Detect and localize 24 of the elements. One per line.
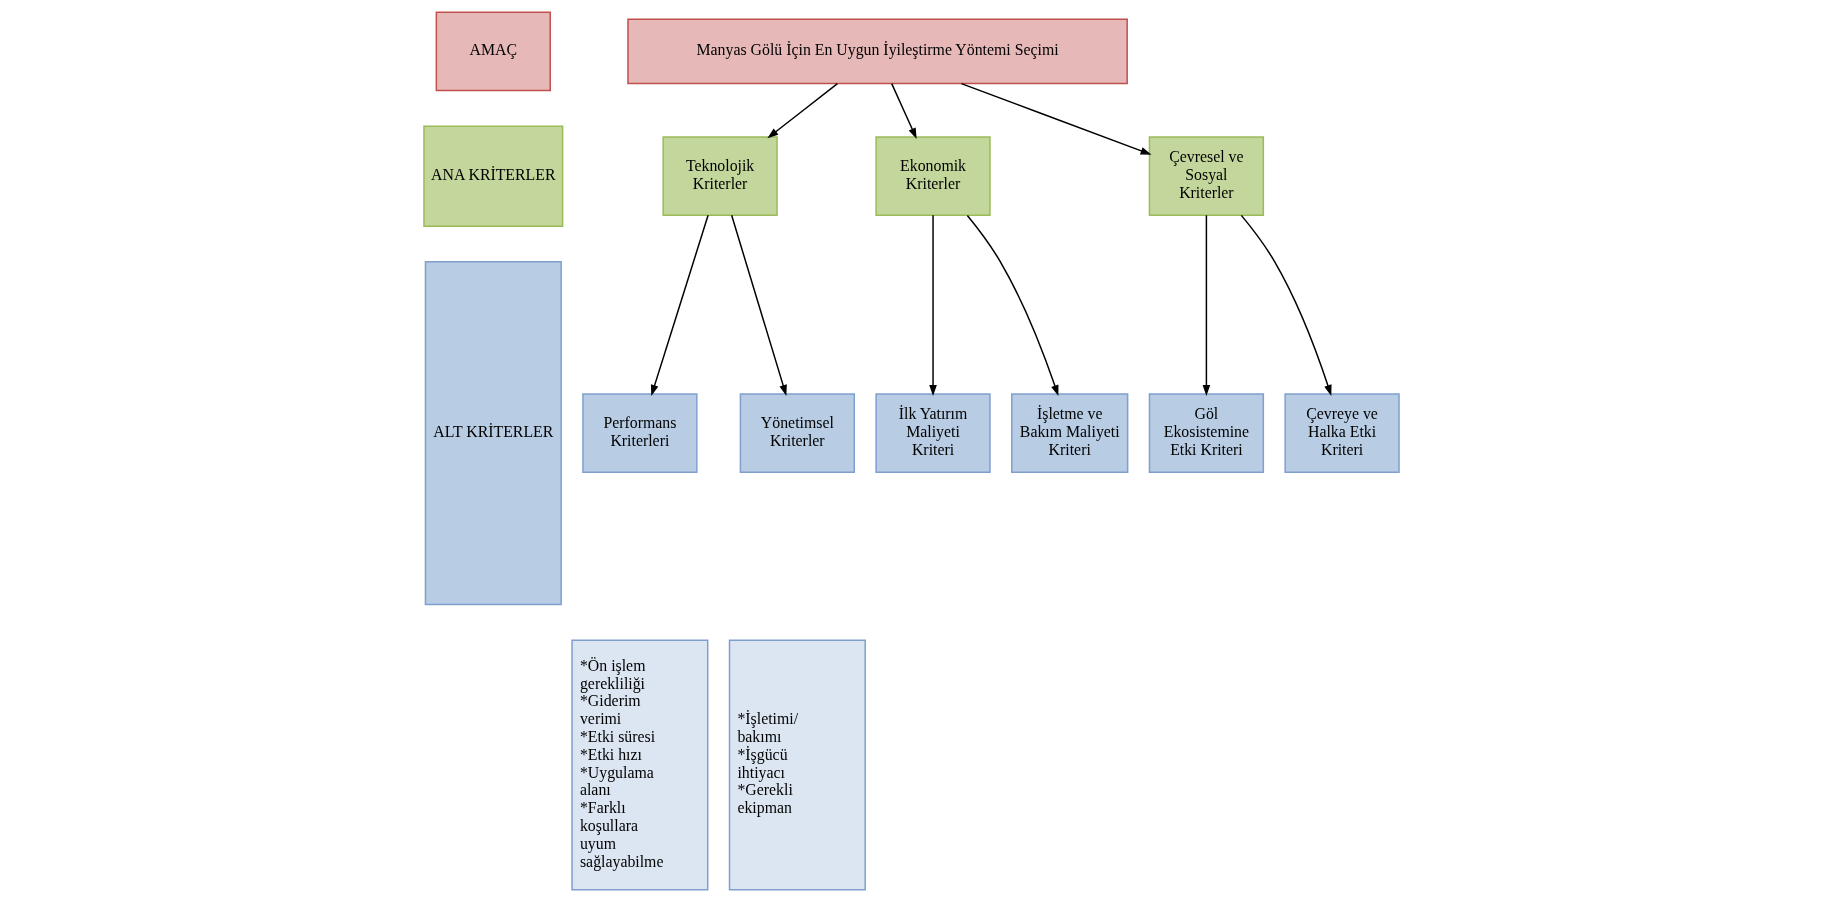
node-box: İlk Yatırım Maliyeti Kriteri — [875, 393, 991, 474]
node-box: Ekonomik Kriterler — [875, 136, 991, 217]
arrow — [960, 82, 1152, 155]
arrow — [730, 214, 787, 396]
node-box: *Ön işlem gerekliliği *Giderim verimi *Etki süresi *Etki hızı *Uygulama alanı *Farklı koşullara uyum sağlayabilme — [571, 639, 709, 891]
arrow — [929, 214, 937, 396]
node-box: Teknolojik Kriterler — [662, 136, 778, 217]
arrow — [767, 82, 839, 139]
arrow — [890, 82, 917, 139]
node-box: Yönetimsel Kriterler — [739, 393, 856, 474]
arrow — [966, 214, 1059, 396]
node-box: Çevresel ve Sosyal Kriterler — [1148, 136, 1265, 217]
node-box: *İşletimi/ bakımı *İşgücü ihtiyacı *Gerekli ekipman — [728, 639, 866, 891]
node-box: Performans Kriterleri — [582, 393, 698, 474]
node-box: AMAÇ — [435, 11, 551, 92]
arrow — [1202, 214, 1211, 396]
arrow — [1240, 214, 1332, 396]
node-box: Manyas Gölü İçin En Uygun İyileştirme Yöntemi Seçimi — [627, 18, 1128, 85]
arrow — [650, 214, 709, 396]
node-box: ANA KRİTERLER — [423, 125, 564, 227]
node-box: ALT KRİTERLER — [424, 261, 562, 606]
node-box: Göl Ekosistemine Etki Kriteri — [1148, 393, 1265, 474]
node-box: İşletme ve Bakım Maliyeti Kriteri — [1011, 393, 1129, 474]
node-box: Çevreye ve Halka Etki Kriteri — [1284, 393, 1400, 474]
